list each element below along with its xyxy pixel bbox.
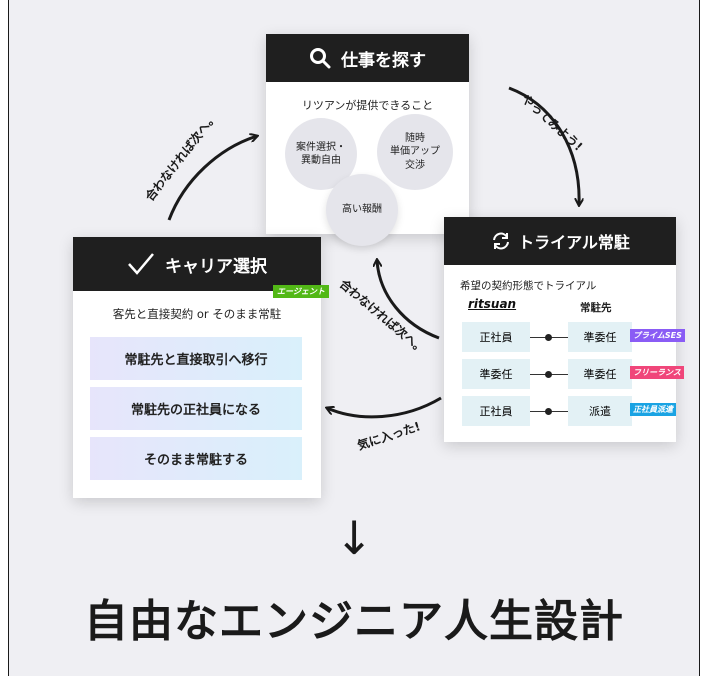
career-option: 常駐先と直接取引へ移行 <box>90 337 302 380</box>
search-card-subtitle: リツアンが提供できること <box>301 99 434 112</box>
badge-employee-dispatch: 正社員派遣 <box>630 403 676 416</box>
search-card-title: 仕事を探す <box>341 50 426 71</box>
check-icon <box>127 252 155 276</box>
career-option: そのまま常駐する <box>90 437 302 480</box>
benefit-circle-label: 随時 単価アップ 交渉 <box>390 132 440 171</box>
agent-badge: エージェント <box>273 285 329 298</box>
down-arrow: ↓ <box>334 511 374 565</box>
magnifier-icon <box>309 47 333 69</box>
search-card-header: 仕事を探す <box>266 34 469 82</box>
arrow-label-next-middle: 合わなければ次へ。 <box>336 276 429 357</box>
contract-cell-ritsuan: 準委任 <box>462 359 530 389</box>
column-header-client: 常駐先 <box>580 302 612 314</box>
career-card: キャリア選択 エージェント 客先と直接契約 or そのまま常駐 常駐先と直接取引… <box>73 237 329 498</box>
connector-dot <box>545 371 552 378</box>
contract-cell-ritsuan: 正社員 <box>462 396 530 426</box>
trial-card: トライアル常駐 希望の契約形態でトライアル ritsuan 常駐先 正社員 準委… <box>444 217 685 442</box>
career-card-title: キャリア選択 <box>165 256 267 277</box>
arrow-label-try: やってみよう! <box>518 91 586 154</box>
connector-dot <box>545 408 552 415</box>
contract-cell-ritsuan: 正社員 <box>462 322 530 352</box>
search-card: 仕事を探す リツアンが提供できること 案件選択・ 異動自由 随時 単価アップ 交… <box>266 34 469 246</box>
contract-cell-client: 準委任 <box>568 359 632 389</box>
arrow-trial-to-career <box>327 396 442 419</box>
career-card-header: キャリア選択 <box>73 237 321 291</box>
contract-cell-client: 準委任 <box>568 322 632 352</box>
column-header-ritsuan: ritsuan <box>468 297 517 311</box>
connector-dot <box>545 334 552 341</box>
badge-prime-ses: プライムSES <box>630 329 685 342</box>
contract-cell-client: 派遣 <box>568 396 632 426</box>
career-card-subtitle: 客先と直接契約 or そのまま常駐 <box>112 307 282 321</box>
trial-card-header: トライアル常駐 <box>444 217 676 265</box>
headline: 自由なエンジニア人生設計 <box>84 596 624 647</box>
arrow-label-next-top: 合わなければ次へ。 <box>142 109 221 204</box>
diagram-frame: やってみよう! 合わなければ次へ。 合わなければ次へ。 気に入った! 仕事を探す… <box>8 0 700 676</box>
badge-freelance: フリーランス <box>630 366 684 379</box>
benefit-circle: 随時 単価アップ 交渉 <box>377 114 453 190</box>
benefit-circle-label: 高い報酬 <box>342 204 382 216</box>
benefit-circle: 高い報酬 <box>326 174 398 246</box>
arrow-label-liked: 気に入った! <box>355 419 423 453</box>
benefit-circle-label: 案件選択・ 異動自由 <box>296 141 346 167</box>
trial-card-title: トライアル常駐 <box>518 233 630 252</box>
refresh-icon <box>490 230 512 252</box>
trial-card-subtitle: 希望の契約形態でトライアル <box>460 280 597 292</box>
career-option: 常駐先の正社員になる <box>90 387 302 430</box>
